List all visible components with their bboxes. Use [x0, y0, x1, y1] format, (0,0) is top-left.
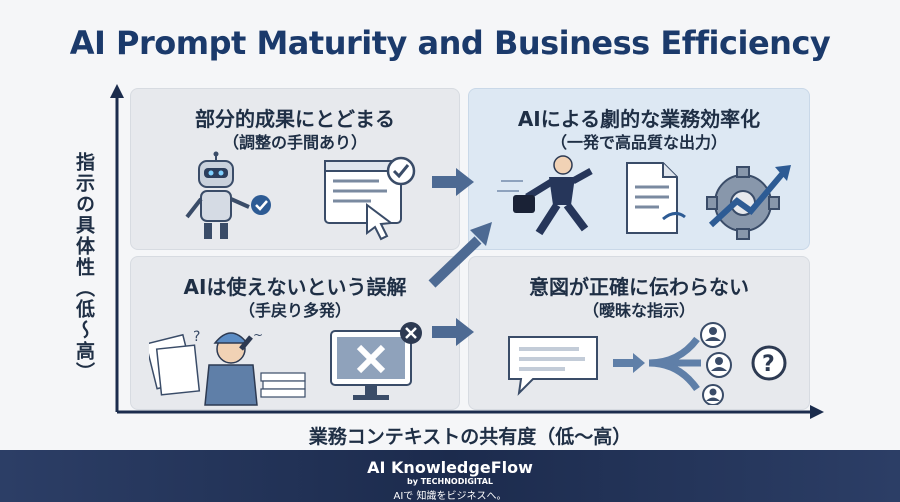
quadrant-subtitle: （曖昧な指示） [582, 301, 695, 320]
page-title: AI Prompt Maturity and Business Efficien… [69, 24, 831, 62]
quadrant-top-right: AIによる劇的な業務効率化 （一発で高品質な出力） [468, 88, 810, 250]
quadrant-subtitle: （調整の手間あり） [222, 133, 367, 152]
quadrant-subtitle: （手戻り多発） [238, 301, 351, 320]
arrow-diagonal [428, 222, 492, 288]
y-axis-label: 指示の具体性（低〜高） [73, 152, 95, 383]
error-monitor-icon [330, 322, 422, 400]
quadrant-title: AIは使えないという誤解 [183, 275, 407, 299]
svg-text:~: ~ [253, 328, 263, 342]
quadrant-top-left: 部分的成果にとどまる （調整の手間あり） [130, 88, 460, 250]
browser-window-icon [324, 156, 416, 241]
quadrant-bottom-right: 意図が正確に伝わらない （曖昧な指示） ? [468, 256, 810, 410]
quadrant-subtitle: （一発で高品質な出力） [550, 133, 727, 152]
x-axis-label: 業務コンテキストの共有度（低〜高） [308, 426, 632, 448]
y-axis-arrowhead [110, 84, 124, 98]
robot-icon [185, 151, 271, 239]
svg-text:?: ? [193, 329, 200, 345]
quadrant-title: AIによる劇的な業務効率化 [517, 107, 761, 131]
quadrant-bottom-left: AIは使えないという誤解 （手戻り多発） ? ~ [130, 256, 460, 410]
axes [110, 84, 824, 419]
x-axis-arrowhead [810, 405, 824, 419]
arrow-right-top [432, 168, 474, 196]
gear-growth-icon [706, 165, 791, 240]
arrow-right-bottom [432, 318, 474, 346]
businessman-running-icon [497, 155, 593, 236]
footer-byline: by TECHNODIGITAL [407, 477, 493, 486]
vague-speech-bubble-icon [508, 336, 598, 396]
svg-text:?: ? [762, 352, 775, 377]
document-icon [626, 162, 686, 234]
footer-brand: AI KnowledgeFlow [367, 458, 533, 477]
quadrant-title: 部分的成果にとどまる [195, 107, 395, 131]
diverging-arrows-icon: ? [613, 322, 787, 405]
footer-banner: AI KnowledgeFlow by TECHNODIGITAL AIで 知識… [0, 450, 900, 502]
quadrant-title: 意図が正確に伝わらない [529, 275, 749, 299]
footer-tagline: AIで 知識をビジネスへ。 [393, 491, 507, 502]
confused-worker-icon: ? ~ [149, 328, 306, 406]
